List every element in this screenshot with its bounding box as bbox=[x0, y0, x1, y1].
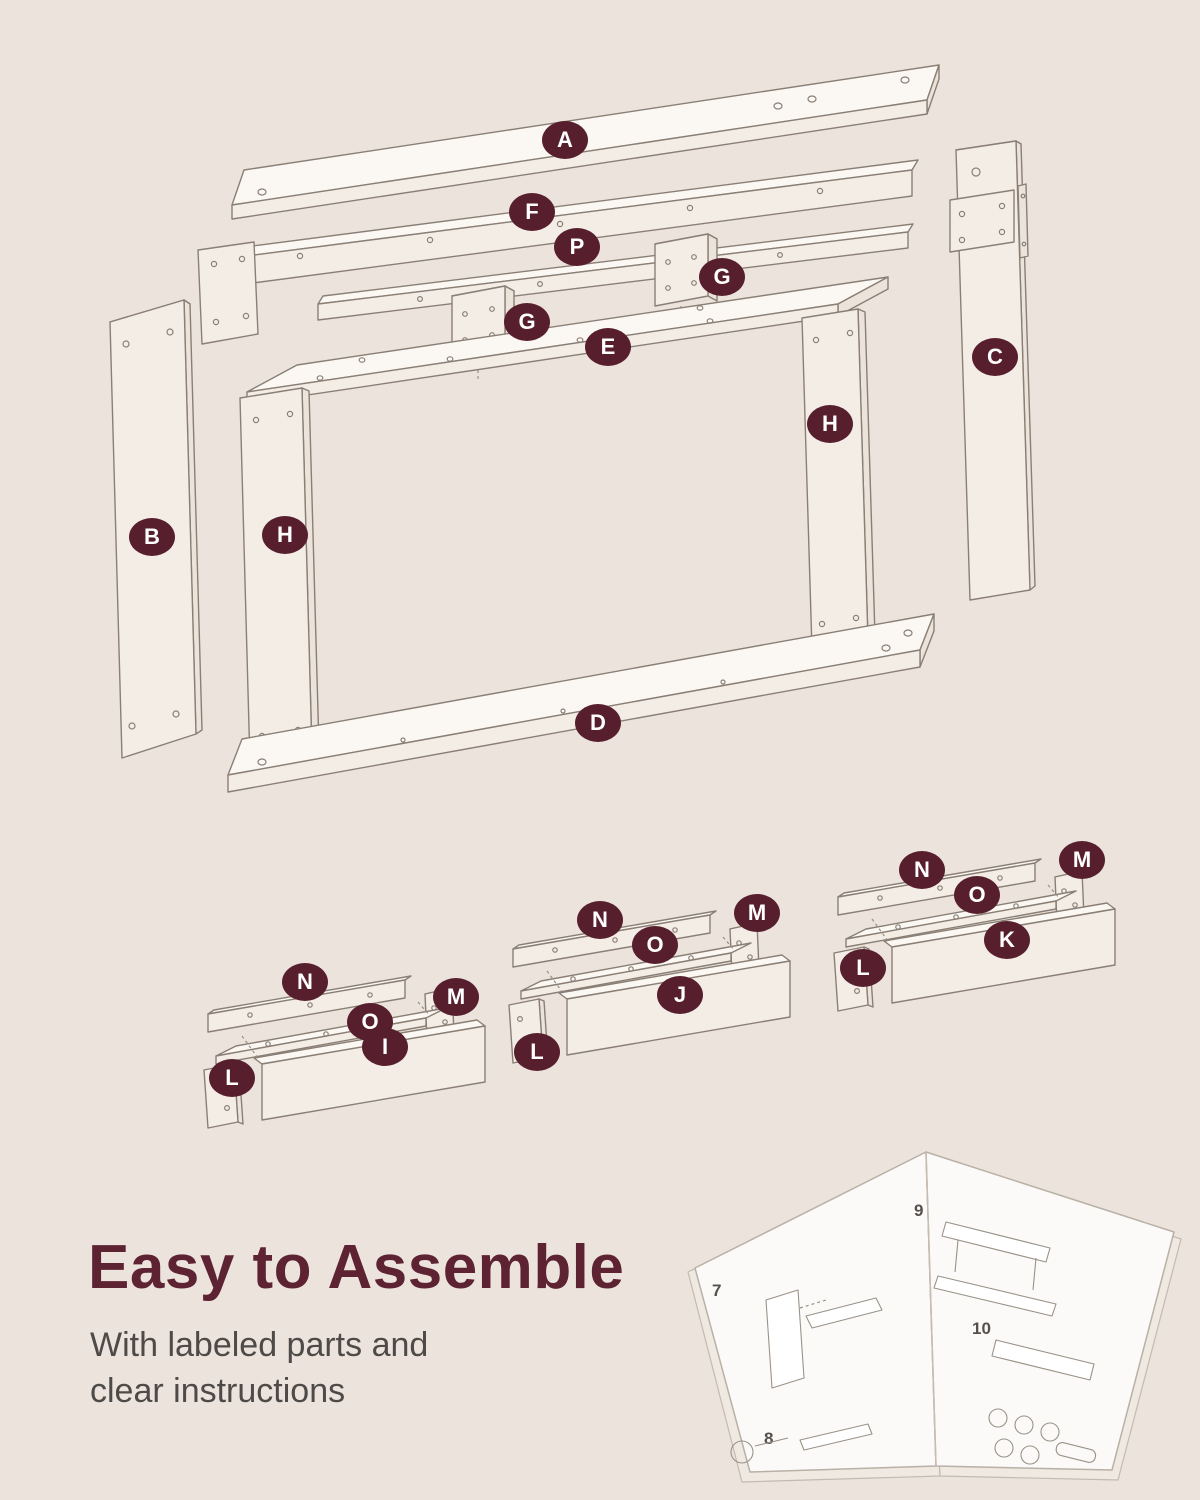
part-badge-a: A bbox=[542, 121, 588, 159]
part-badge-i: I bbox=[362, 1028, 408, 1066]
booklet-page-number-9: 9 bbox=[914, 1201, 923, 1220]
part-badge-m-drawer2: M bbox=[734, 894, 780, 932]
part-badge-o-drawer2: O bbox=[632, 926, 678, 964]
part-badge-o-drawer3: O bbox=[954, 876, 1000, 914]
part-badge-k: K bbox=[984, 921, 1030, 959]
part-badge-p: P bbox=[554, 228, 600, 266]
part-badge-l-drawer3: L bbox=[840, 949, 886, 987]
part-badge-l-drawer2: L bbox=[514, 1033, 560, 1071]
part-badge-h-right: H bbox=[807, 405, 853, 443]
part-badge-l-drawer1: L bbox=[209, 1059, 255, 1097]
part-badge-n-drawer3: N bbox=[899, 851, 945, 889]
booklet-page-number-8: 8 bbox=[764, 1429, 773, 1448]
board-e bbox=[246, 276, 889, 405]
panel-h-left bbox=[239, 387, 320, 765]
part-badge-m-drawer1: M bbox=[433, 978, 479, 1016]
board-d bbox=[227, 613, 935, 793]
part-badge-m-drawer3: M bbox=[1059, 841, 1105, 879]
instruction-booklet: 7 8 9 10 bbox=[687, 1151, 1182, 1483]
part-badge-g-left: G bbox=[504, 303, 550, 341]
part-badge-f: F bbox=[509, 193, 555, 231]
subheadline: With labeled parts and clear instruction… bbox=[90, 1326, 429, 1411]
divider-g-right bbox=[654, 233, 718, 330]
part-badge-c: C bbox=[972, 338, 1018, 376]
part-badge-b: B bbox=[129, 518, 175, 556]
part-badge-e: E bbox=[585, 328, 631, 366]
part-badge-j: J bbox=[657, 976, 703, 1014]
headline: Easy to Assemble bbox=[88, 1233, 625, 1302]
booklet-page-number-10: 10 bbox=[972, 1319, 991, 1338]
part-badge-d: D bbox=[575, 704, 621, 742]
panel-h-right bbox=[801, 308, 876, 651]
part-badge-n-drawer2: N bbox=[577, 901, 623, 939]
booklet-page-number-7: 7 bbox=[712, 1281, 721, 1300]
part-badge-h-left: H bbox=[262, 516, 308, 554]
board-f bbox=[197, 159, 919, 345]
part-badge-n-drawer1: N bbox=[282, 963, 328, 1001]
part-badge-g-right: G bbox=[699, 258, 745, 296]
